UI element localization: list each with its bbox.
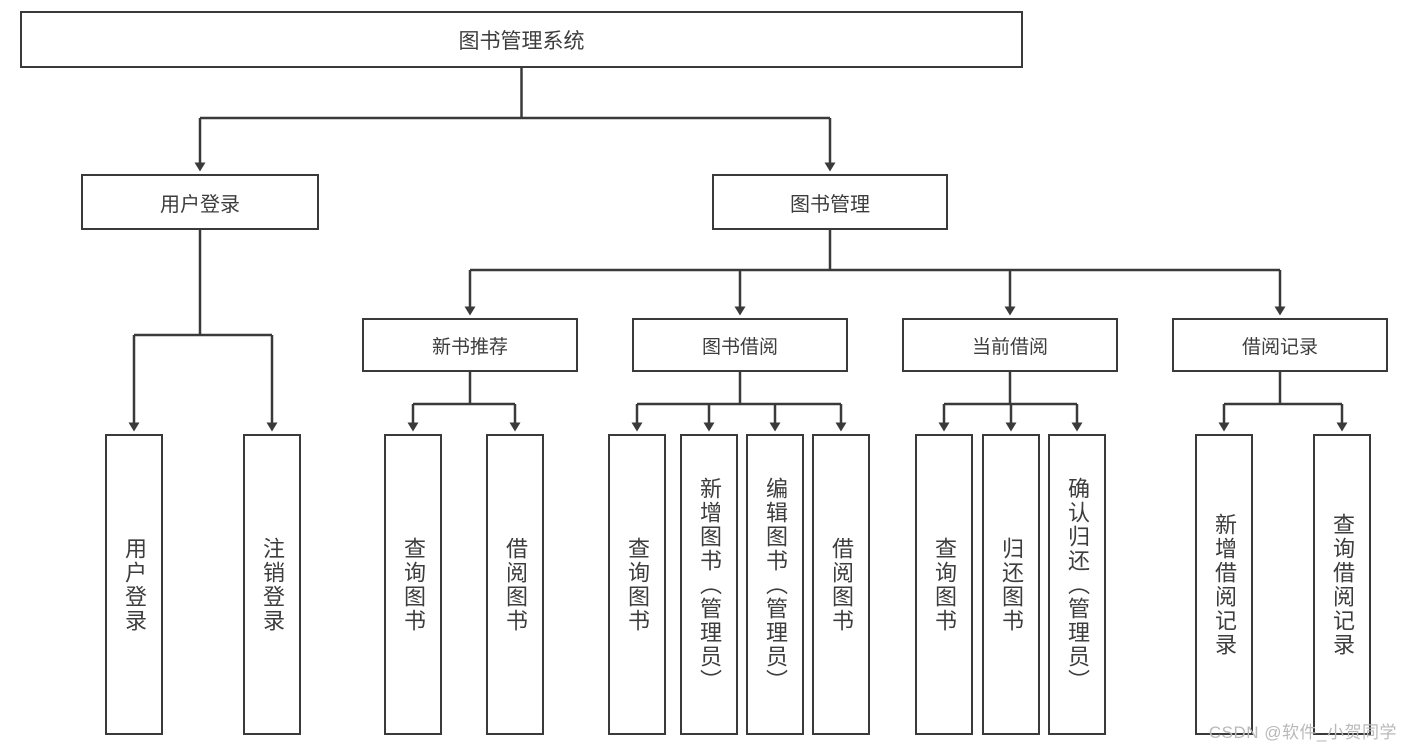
node-leaf-query-book-2[interactable]: 查询图书	[608, 434, 666, 735]
node-leaf-query-book-2-label: 查询图书	[625, 536, 650, 633]
node-user-login-label: 用户登录	[160, 193, 240, 216]
node-root[interactable]: 图书管理系统	[20, 11, 1023, 68]
node-leaf-borrow-book-2[interactable]: 借阅图书	[812, 434, 870, 735]
node-leaf-logout-login-label: 注销登录	[260, 536, 285, 633]
watermark: CSDN @软件_小贺同学	[1208, 723, 1397, 742]
node-leaf-add-record-label: 新增借阅记录	[1212, 512, 1237, 657]
node-leaf-query-book-3[interactable]: 查询图书	[915, 434, 973, 735]
node-leaf-confirm-return[interactable]: 确认归还（管理员）	[1048, 434, 1106, 735]
node-root-label: 图书管理系统	[458, 29, 585, 53]
node-leaf-query-record[interactable]: 查询借阅记录	[1313, 434, 1371, 735]
node-book-manage-label: 图书管理	[790, 193, 870, 216]
node-borrow-record-label: 借阅记录	[1241, 336, 1318, 358]
node-leaf-borrow-book-2-label: 借阅图书	[829, 536, 854, 633]
node-leaf-query-book-1-label: 查询图书	[401, 536, 426, 633]
node-leaf-user-login[interactable]: 用户登录	[105, 434, 163, 735]
node-leaf-edit-book-label: 编辑图书（管理员）	[763, 476, 788, 693]
node-book-borrow[interactable]: 图书借阅	[632, 318, 848, 372]
node-leaf-borrow-book-1[interactable]: 借阅图书	[486, 434, 544, 735]
node-leaf-query-book-3-label: 查询图书	[932, 536, 957, 633]
node-leaf-return-book[interactable]: 归还图书	[982, 434, 1040, 735]
node-leaf-add-record[interactable]: 新增借阅记录	[1195, 434, 1253, 735]
node-leaf-borrow-book-1-label: 借阅图书	[503, 536, 528, 633]
node-new-book-recommend-label: 新书推荐	[431, 336, 508, 358]
node-current-borrow[interactable]: 当前借阅	[902, 318, 1118, 372]
node-leaf-edit-book[interactable]: 编辑图书（管理员）	[746, 434, 804, 735]
node-current-borrow-label: 当前借阅	[971, 336, 1048, 358]
node-leaf-query-book-1[interactable]: 查询图书	[384, 434, 442, 735]
node-leaf-logout-login[interactable]: 注销登录	[243, 434, 301, 735]
node-borrow-record[interactable]: 借阅记录	[1172, 318, 1388, 372]
node-leaf-confirm-return-label: 确认归还（管理员）	[1065, 476, 1090, 693]
node-leaf-return-book-label: 归还图书	[999, 536, 1024, 633]
node-leaf-user-login-label: 用户登录	[122, 536, 147, 633]
node-new-book-recommend[interactable]: 新书推荐	[362, 318, 578, 372]
node-book-borrow-label: 图书借阅	[701, 336, 778, 358]
node-leaf-add-book[interactable]: 新增图书（管理员）	[680, 434, 738, 735]
node-user-login[interactable]: 用户登录	[81, 174, 319, 230]
node-book-manage[interactable]: 图书管理	[712, 174, 948, 230]
node-leaf-add-book-label: 新增图书（管理员）	[697, 476, 722, 693]
node-leaf-query-record-label: 查询借阅记录	[1330, 512, 1355, 657]
